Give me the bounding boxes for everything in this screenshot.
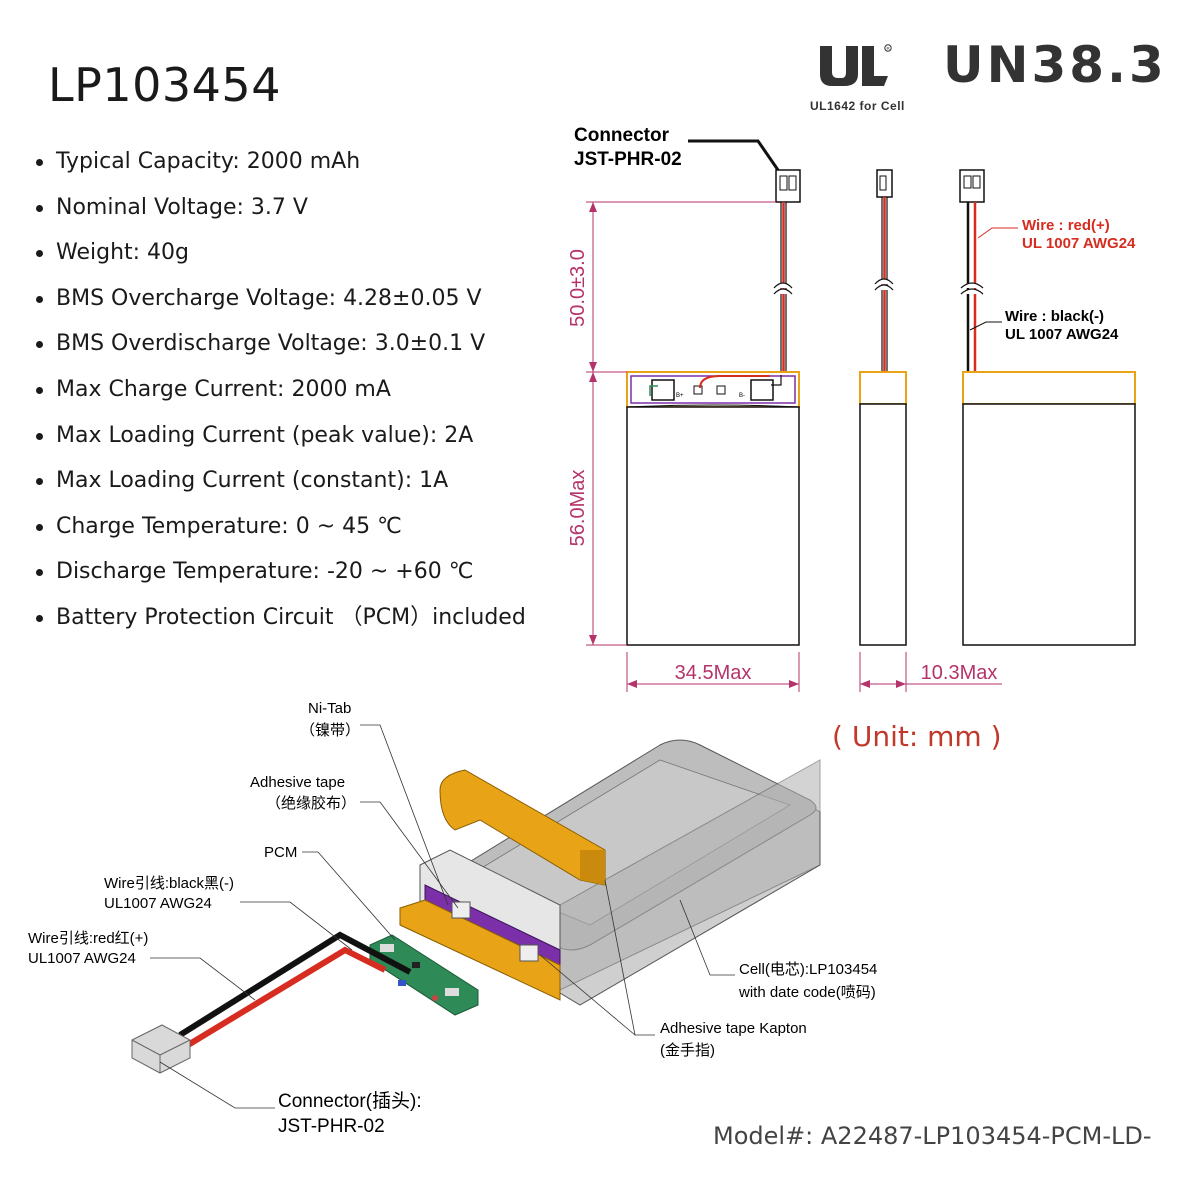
dim-width: 34.5Max <box>675 662 752 684</box>
bullet-dot-icon <box>36 523 43 531</box>
spec-item: Discharge Temperature: -20 ~ +60 ℃ <box>36 552 526 598</box>
exploded-connector-label-1: Connector(插头): <box>278 1090 422 1112</box>
spec-item: Max Loading Current (peak value): 2A <box>36 416 526 462</box>
dim-height: 56.0Max <box>567 470 589 547</box>
bullet-dot-icon <box>36 478 43 486</box>
side-connector-icon <box>876 169 893 198</box>
unit-label: ( Unit: mm ) <box>832 720 1002 753</box>
wire-black-label-1: Wire : black(-) <box>1005 308 1104 325</box>
spec-text: Nominal Voltage: 3.7 V <box>56 194 308 220</box>
connector-label-2: JST-PHR-02 <box>574 149 682 170</box>
cell-label-2: with date code(喷码) <box>738 984 876 1001</box>
spec-text: Max Loading Current (peak value): 2A <box>56 422 474 448</box>
adhesive-label-2: （绝缘胶布） <box>266 795 356 812</box>
bullet-dot-icon <box>36 614 43 622</box>
spec-text: Max Loading Current (constant): 1A <box>56 468 449 494</box>
spec-text: Discharge Temperature: -20 ~ +60 ℃ <box>56 559 474 585</box>
kapton-label-1: Adhesive tape Kapton <box>660 1020 807 1037</box>
back-connector-icon <box>959 169 985 203</box>
spec-text: Max Charge Current: 2000 mA <box>56 376 391 402</box>
wire-red-label-2: UL 1007 AWG24 <box>1022 235 1136 252</box>
spec-text: Battery Protection Circuit （PCM）included <box>56 604 526 630</box>
spec-text: BMS Overdischarge Voltage: 3.0±0.1 V <box>56 331 486 357</box>
front-connector-icon <box>775 169 801 203</box>
ul-note: UL1642 for Cell <box>810 99 905 113</box>
exploded-wire-red-2: UL1007 AWG24 <box>28 950 136 967</box>
spec-text: Charge Temperature: 0 ~ 45 ℃ <box>56 513 402 539</box>
dimension-drawing: Connector JST-PHR-02 B+ B- <box>567 125 1136 692</box>
wire-red-label-1: Wire : red(+) <box>1022 217 1110 234</box>
spec-text: Weight: 40g <box>56 240 190 266</box>
bullet-dot-icon <box>36 432 43 440</box>
bullet-dot-icon <box>36 295 43 303</box>
kapton-label-2: (金手指) <box>660 1042 715 1059</box>
connector-label-1: Connector <box>574 125 670 146</box>
bullet-dot-icon <box>36 204 43 212</box>
spec-text: Typical Capacity: 2000 mAh <box>56 149 361 174</box>
bullet-dot-icon <box>36 159 43 166</box>
product-title: LP103454 <box>48 58 281 112</box>
wire-black-label-2: UL 1007 AWG24 <box>1005 326 1119 343</box>
pcb-b-plus: B+ <box>676 393 684 399</box>
spec-item: BMS Overcharge Voltage: 4.28±0.05 V <box>36 279 526 325</box>
un383-mark: UN38.3 <box>943 36 1167 94</box>
spec-item: Max Loading Current (constant): 1A <box>36 461 526 507</box>
exploded-view: Ni-Tab （镍带） Adhesive tape （绝缘胶布） PCM Wir… <box>28 700 877 1137</box>
spec-item: Charge Temperature: 0 ~ 45 ℃ <box>36 507 526 553</box>
bullet-dot-icon <box>36 386 43 394</box>
exploded-wire-black-2: UL1007 AWG24 <box>104 895 212 912</box>
spec-text: BMS Overcharge Voltage: 4.28±0.05 V <box>56 285 482 311</box>
spec-item: Nominal Voltage: 3.7 V <box>36 188 526 234</box>
exploded-wire-black-1: Wire引线:black黑(-) <box>104 875 234 892</box>
model-number: Model#: A22487-LP103454-PCM-LD- <box>713 1122 1152 1150</box>
svg-text:R: R <box>887 46 891 51</box>
dim-wire-length: 50.0±3.0 <box>567 249 589 327</box>
bullet-dot-icon <box>36 250 43 258</box>
cell-label-1: Cell(电芯):LP103454 <box>739 961 877 978</box>
spec-item: BMS Overdischarge Voltage: 3.0±0.1 V <box>36 324 526 370</box>
dim-thickness: 10.3Max <box>921 662 998 684</box>
exploded-connector-icon <box>131 1024 191 1074</box>
bullet-dot-icon <box>36 569 43 577</box>
ni-tab-label-2: （镍带） <box>300 721 360 739</box>
exploded-wire-red-1: Wire引线:red红(+) <box>28 930 148 947</box>
exploded-connector-label-2: JST-PHR-02 <box>278 1116 385 1137</box>
ul-recognized-mark-icon: R <box>820 44 892 86</box>
adhesive-label-1: Adhesive tape <box>250 774 345 791</box>
bullet-dot-icon <box>36 341 43 349</box>
spec-item: Weight: 40g <box>36 233 526 279</box>
pcb-b-minus: B- <box>739 393 745 399</box>
cell-body <box>419 739 821 1006</box>
ni-tab-label-1: Ni-Tab <box>308 700 351 717</box>
pcm-label: PCM <box>264 844 297 861</box>
spec-item: Max Charge Current: 2000 mA <box>36 370 526 416</box>
spec-item: Typical Capacity: 2000 mAh <box>36 142 526 188</box>
spec-item: Battery Protection Circuit （PCM）included <box>36 598 526 644</box>
